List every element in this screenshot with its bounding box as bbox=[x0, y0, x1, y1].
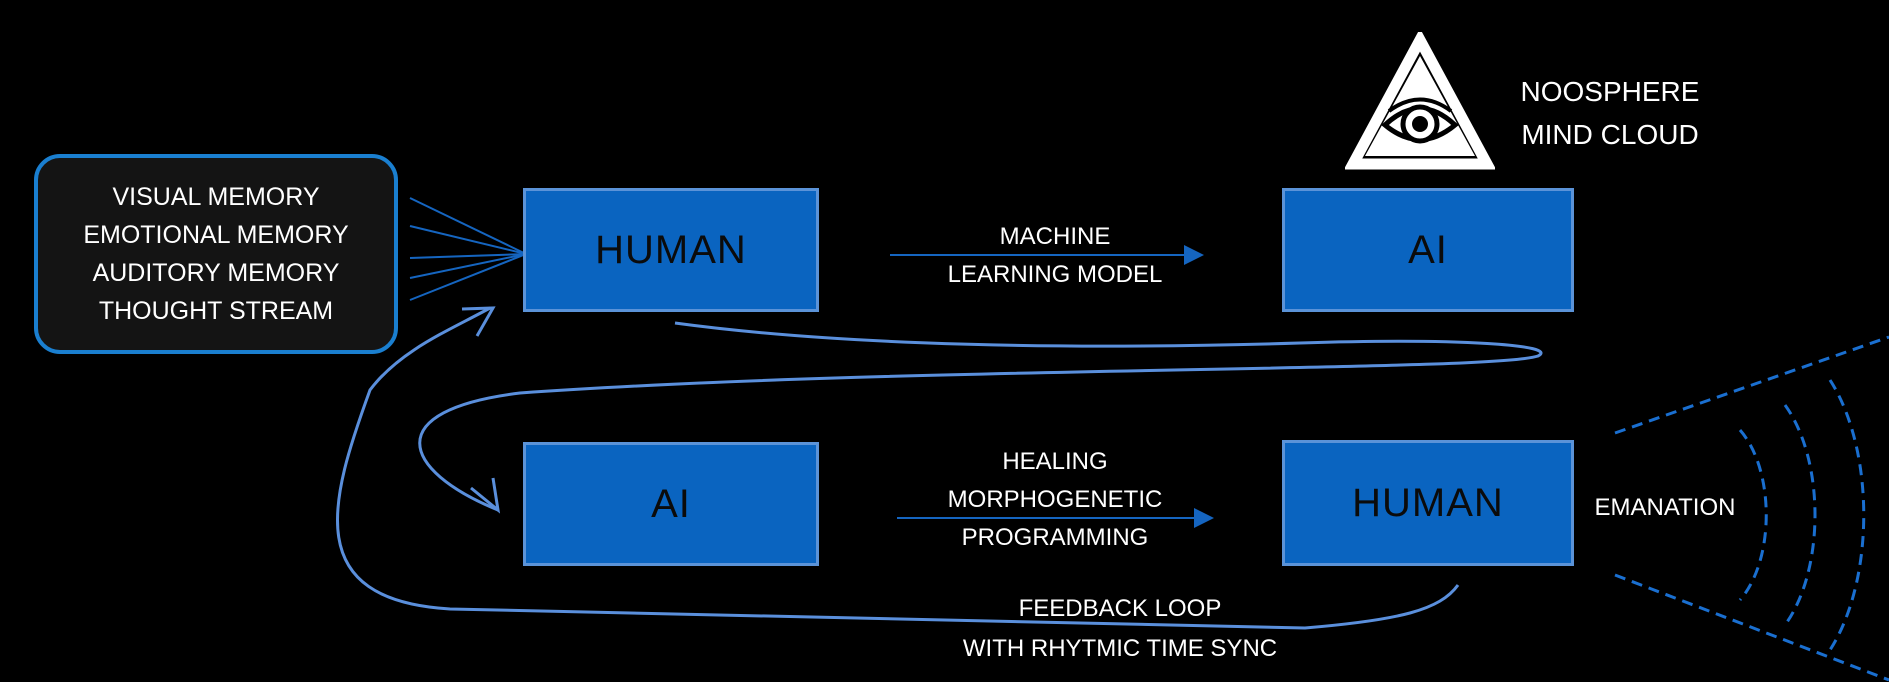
memory-line: EMOTIONAL MEMORY bbox=[83, 221, 349, 249]
memory-sources-box: VISUAL MEMORY EMOTIONAL MEMORY AUDITORY … bbox=[34, 154, 398, 354]
noosphere-line: NOOSPHERE bbox=[1520, 76, 1700, 107]
ml-label-line: LEARNING MODEL bbox=[947, 261, 1163, 288]
feedback-line: WITH RHYTMIC TIME SYNC bbox=[962, 635, 1278, 662]
memory-line: THOUGHT STREAM bbox=[98, 297, 334, 325]
ai-box-top: AI bbox=[1282, 188, 1574, 312]
ml-label-line: MACHINE bbox=[999, 223, 1111, 250]
noosphere-label: NOOSPHERE MIND CLOUD bbox=[1500, 70, 1720, 156]
memory-fan-lines bbox=[409, 197, 527, 301]
feedback-arrowhead bbox=[461, 306, 496, 337]
healing-label-line: MORPHOGENETIC bbox=[947, 486, 1163, 513]
ai-box-bottom: AI bbox=[523, 442, 819, 566]
noosphere-line: MIND CLOUD bbox=[1521, 119, 1699, 150]
healing-label: HEALING MORPHOGENETIC PROGRAMMING bbox=[905, 443, 1205, 557]
ml-model-label: MACHINE LEARNING MODEL bbox=[905, 218, 1205, 294]
feedback-curve bbox=[336, 306, 1460, 630]
healing-label-line: HEALING bbox=[1002, 448, 1108, 475]
memory-line: VISUAL MEMORY bbox=[112, 183, 320, 211]
emanation-waves bbox=[1614, 335, 1889, 682]
loop-arrowhead bbox=[470, 477, 501, 514]
healing-label-line: PROGRAMMING bbox=[961, 524, 1149, 551]
feedback-line: FEEDBACK LOOP bbox=[1018, 595, 1222, 622]
feedback-loop-label: FEEDBACK LOOP WITH RHYTMIC TIME SYNC bbox=[920, 589, 1320, 669]
human-box-bottom: HUMAN bbox=[1282, 440, 1574, 566]
all-seeing-eye-icon bbox=[1345, 32, 1495, 170]
memory-line: AUDITORY MEMORY bbox=[92, 259, 340, 287]
loop-curve bbox=[418, 321, 1543, 512]
human-box-top: HUMAN bbox=[523, 188, 819, 312]
emanation-label: EMANATION bbox=[1594, 494, 1736, 521]
